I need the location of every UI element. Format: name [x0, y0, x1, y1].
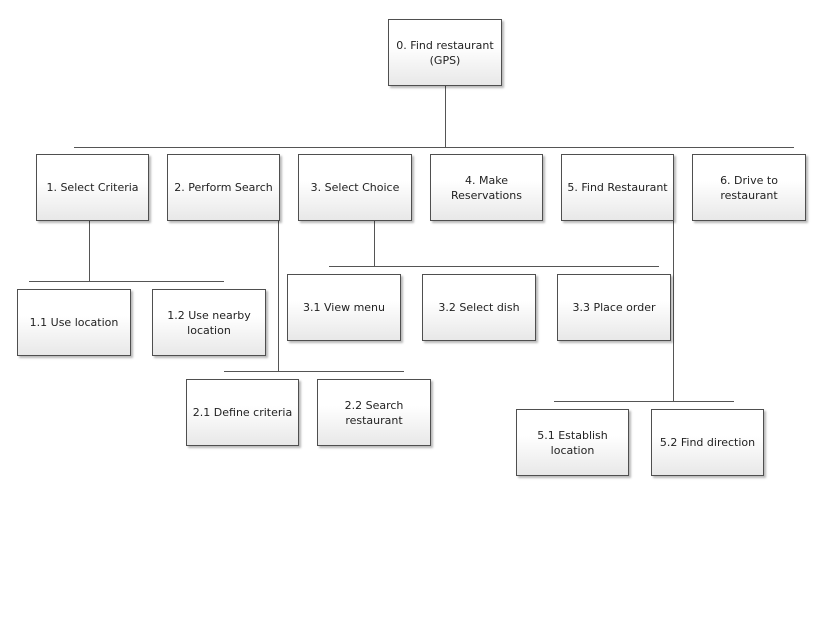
node-find-direction: 5.2 Find direction [651, 409, 764, 476]
node-perform-search: 2. Perform Search [167, 154, 280, 221]
node-select-criteria: 1. Select Criteria [36, 154, 149, 221]
node-define-criteria: 2.1 Define criteria [186, 379, 299, 446]
node-use-nearby-location: 1.2 Use nearby location [152, 289, 266, 356]
node-view-menu: 3.1 View menu [287, 274, 401, 341]
node-search-restaurant: 2.2 Search restaurant [317, 379, 431, 446]
node-use-location: 1.1 Use location [17, 289, 131, 356]
node-find-restaurant: 5. Find Restaurant [561, 154, 674, 221]
node-select-dish: 3.2 Select dish [422, 274, 536, 341]
node-make-reservations: 4. Make Reservations [430, 154, 543, 221]
node-drive-to-restaurant: 6. Drive to restaurant [692, 154, 806, 221]
node-select-choice: 3. Select Choice [298, 154, 412, 221]
node-place-order: 3.3 Place order [557, 274, 671, 341]
node-establish-location: 5.1 Establish location [516, 409, 629, 476]
node-find-restaurant-gps: 0. Find restaurant (GPS) [388, 19, 502, 86]
